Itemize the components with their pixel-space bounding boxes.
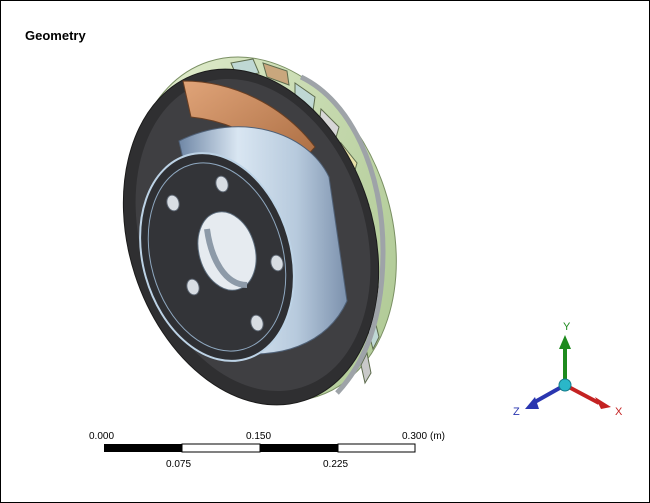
scale-segment-2 (181, 443, 261, 453)
rotor-edge (299, 74, 386, 395)
y-axis-label: Y (563, 321, 571, 333)
scale-label-075: 0.075 (166, 459, 191, 470)
view-title: Geometry (25, 28, 86, 43)
brake-disc-model[interactable] (82, 22, 439, 438)
scale-label-0: 0.000 (89, 431, 114, 442)
bore-shading (204, 228, 248, 288)
lug-holes (166, 175, 284, 332)
center-bore (197, 211, 257, 291)
scale-segment-4 (337, 443, 416, 453)
scale-segment-1 (104, 444, 182, 452)
scale-label-150: 0.150 (246, 431, 271, 442)
z-axis-label: Z (513, 406, 520, 418)
scale-segment-3 (260, 444, 338, 452)
scale-label-225: 0.225 (323, 459, 348, 470)
x-arrow-icon (595, 397, 611, 409)
scale-label-300: 0.300 (402, 431, 427, 442)
scale-bar: 0.000 0.150 0.300 (m) 0.075 0.225 (89, 431, 445, 470)
axis-triad[interactable]: Y X Z (513, 321, 623, 418)
x-axis-label: X (615, 406, 623, 418)
scale-unit: (m) (430, 431, 445, 442)
y-arrow-icon (559, 335, 571, 349)
z-arrow-icon (525, 397, 539, 409)
triad-origin (558, 378, 572, 392)
